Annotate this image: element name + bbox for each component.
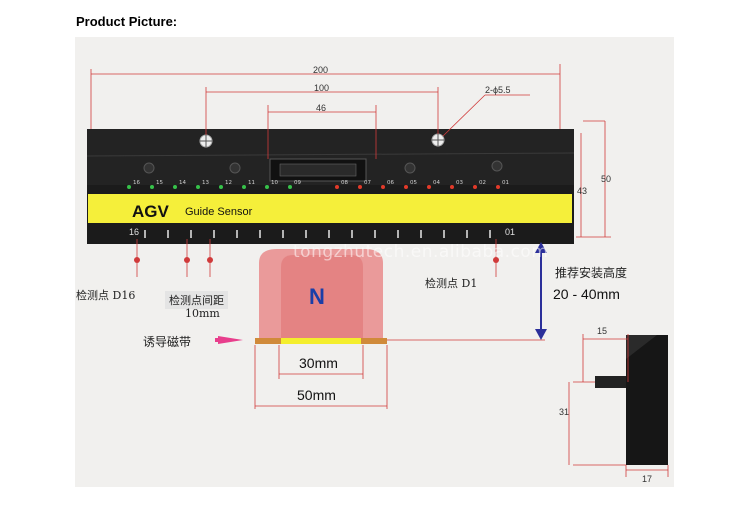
annotation-install-height: 推荐安装高度 (555, 266, 628, 280)
led-label: 08 (341, 180, 348, 186)
led-label: 07 (364, 180, 371, 186)
dimension-43: 43 (577, 186, 588, 196)
guide-sensor-strip (88, 194, 572, 223)
watermark: tongzhutech.en.alibaba.com (293, 242, 549, 262)
annotation-install-range: 20 - 40mm (553, 286, 620, 302)
led-row (127, 185, 500, 189)
dimension-200: 200 (313, 65, 329, 75)
top-dimension-lines (90, 64, 611, 238)
led-label: 04 (433, 180, 440, 186)
annotation-spacing-value: 10mm (185, 307, 220, 320)
sensor-ticks (144, 230, 491, 238)
led-label: 14 (179, 180, 186, 186)
led-label: 12 (225, 180, 232, 186)
tape-arrow (218, 336, 243, 344)
magnet-pole-label: N (309, 284, 325, 309)
tape-dimension-lines (254, 339, 545, 409)
dimension-15: 15 (597, 326, 608, 336)
brand-subtitle: Guide Sensor (185, 206, 253, 218)
annotation-tape-50: 50mm (297, 387, 336, 403)
led-label: 02 (479, 180, 486, 186)
page-heading: Product Picture: (76, 14, 178, 29)
dimension-17: 17 (642, 474, 653, 484)
dimension-hole: 2-ϕ5.5 (485, 85, 511, 95)
annotation-point-spacing: 检测点间距 (165, 291, 228, 309)
annotation-tape-30: 30mm (299, 355, 338, 371)
led-label: 03 (456, 180, 463, 186)
led-label: 01 (502, 180, 509, 186)
dimension-31: 31 (559, 407, 570, 417)
dimension-50: 50 (601, 174, 612, 184)
annotation-point-d1: 检测点 D1 (425, 277, 478, 290)
dimension-46: 46 (316, 103, 327, 113)
led-label: 06 (387, 180, 394, 186)
led-label: 10 (271, 180, 278, 186)
brand-label: AGV (132, 202, 169, 221)
side-view-connector (595, 376, 626, 388)
annotation-tape-label: 诱导磁带 (143, 335, 192, 349)
product-photo: AGV Guide Sensor 16 15 14 13 12 11 10 09… (75, 37, 674, 487)
led-label: 16 (133, 180, 140, 186)
sensor-end-right: 01 (505, 227, 516, 237)
dimension-100: 100 (314, 83, 330, 93)
side-dimension-lines (568, 334, 669, 477)
led-label: 15 (156, 180, 163, 186)
side-view-body (626, 335, 668, 465)
sensor-end-left: 16 (129, 227, 140, 237)
led-label: 05 (410, 180, 417, 186)
led-label: 11 (248, 180, 255, 186)
annotation-point-d16: 检测点 D16 (76, 289, 136, 302)
led-label: 13 (202, 180, 209, 186)
led-label: 09 (294, 180, 301, 186)
drawing-canvas (86, 64, 669, 477)
